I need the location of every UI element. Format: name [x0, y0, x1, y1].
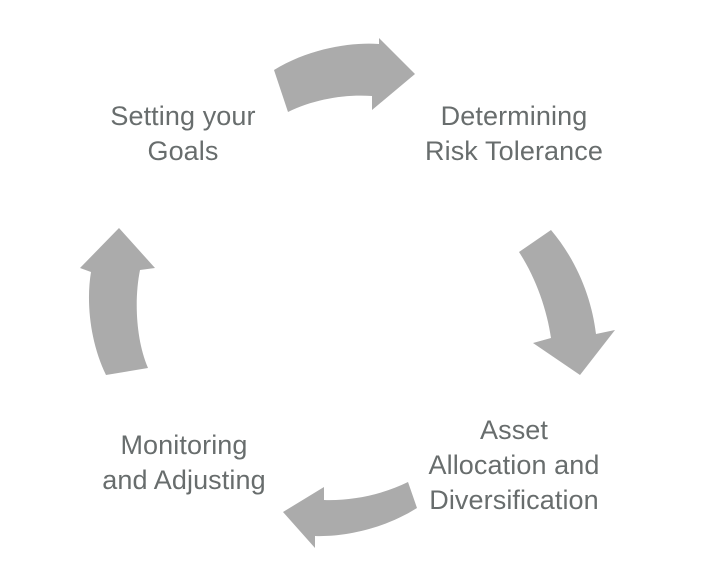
arrow-top-right-icon	[274, 38, 415, 112]
arrow-up-icon	[80, 228, 155, 375]
arrow-left-icon	[283, 482, 417, 548]
node-label-asset-allocation: Asset Allocation and Diversification	[428, 415, 600, 515]
node-label-monitoring: Monitoring and Adjusting	[102, 430, 266, 495]
node-label-setting-goals: Setting your Goals	[110, 101, 256, 166]
arrow-down-icon	[519, 230, 615, 375]
node-label-risk-tolerance: Determining Risk Tolerance	[425, 101, 603, 166]
